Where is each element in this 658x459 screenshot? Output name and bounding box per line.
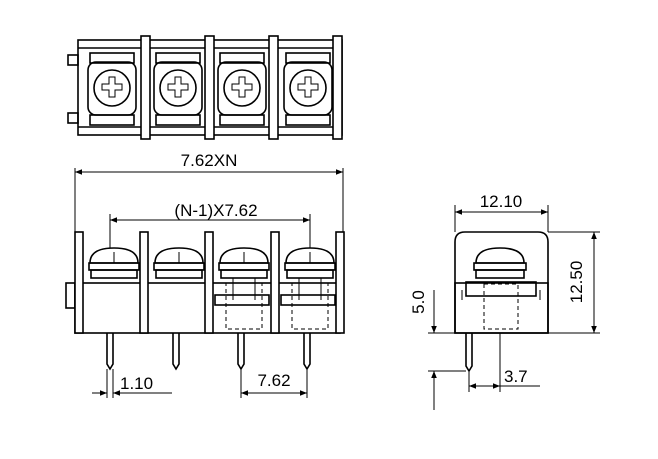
dim-side-height-label: 12.50: [567, 261, 586, 304]
dim-pin-width: 1.10: [92, 369, 172, 398]
dim-pitch-span: (N-1)X7.62: [109, 201, 311, 248]
side-pin: [465, 333, 473, 373]
front-screw-4: [284, 247, 336, 279]
top-screw-1: [87, 52, 137, 126]
dim-overall-width: 7.62XN: [74, 151, 344, 232]
top-screw-3: [217, 52, 267, 126]
dim-pin-height: 5.0: [409, 290, 466, 410]
dim-side-height: 12.50: [548, 231, 600, 334]
front-screws: [88, 247, 336, 279]
dim-pin-width-label: 1.10: [120, 374, 153, 393]
front-screw-1: [88, 247, 140, 279]
top-screw-cells: [87, 52, 333, 126]
side-view: [454, 231, 549, 373]
dim-pin-offset-label: 3.7: [504, 367, 528, 386]
dim-pin-offset: 3.7: [468, 333, 540, 392]
dim-pitch: 7.62: [240, 369, 308, 398]
top-screw-4: [283, 52, 333, 126]
dimensions: 7.62XN (N-1)X7.62 1.10 7.62: [74, 151, 600, 410]
dim-overall-width-label: 7.62XN: [181, 151, 238, 170]
dim-pitch-label: 7.62: [257, 371, 290, 390]
front-view: [65, 231, 345, 371]
front-screw-2: [153, 247, 205, 279]
front-screw-3: [218, 247, 270, 279]
clamp-details: [214, 278, 336, 330]
front-pins: [106, 333, 311, 371]
dim-pitch-span-label: (N-1)X7.62: [174, 201, 257, 220]
dim-side-width: 12.10: [454, 192, 549, 232]
dim-pin-height-label: 5.0: [409, 290, 428, 314]
dim-side-width-label: 12.10: [480, 192, 523, 211]
top-screw-2: [153, 52, 203, 126]
top-view: [67, 35, 343, 140]
